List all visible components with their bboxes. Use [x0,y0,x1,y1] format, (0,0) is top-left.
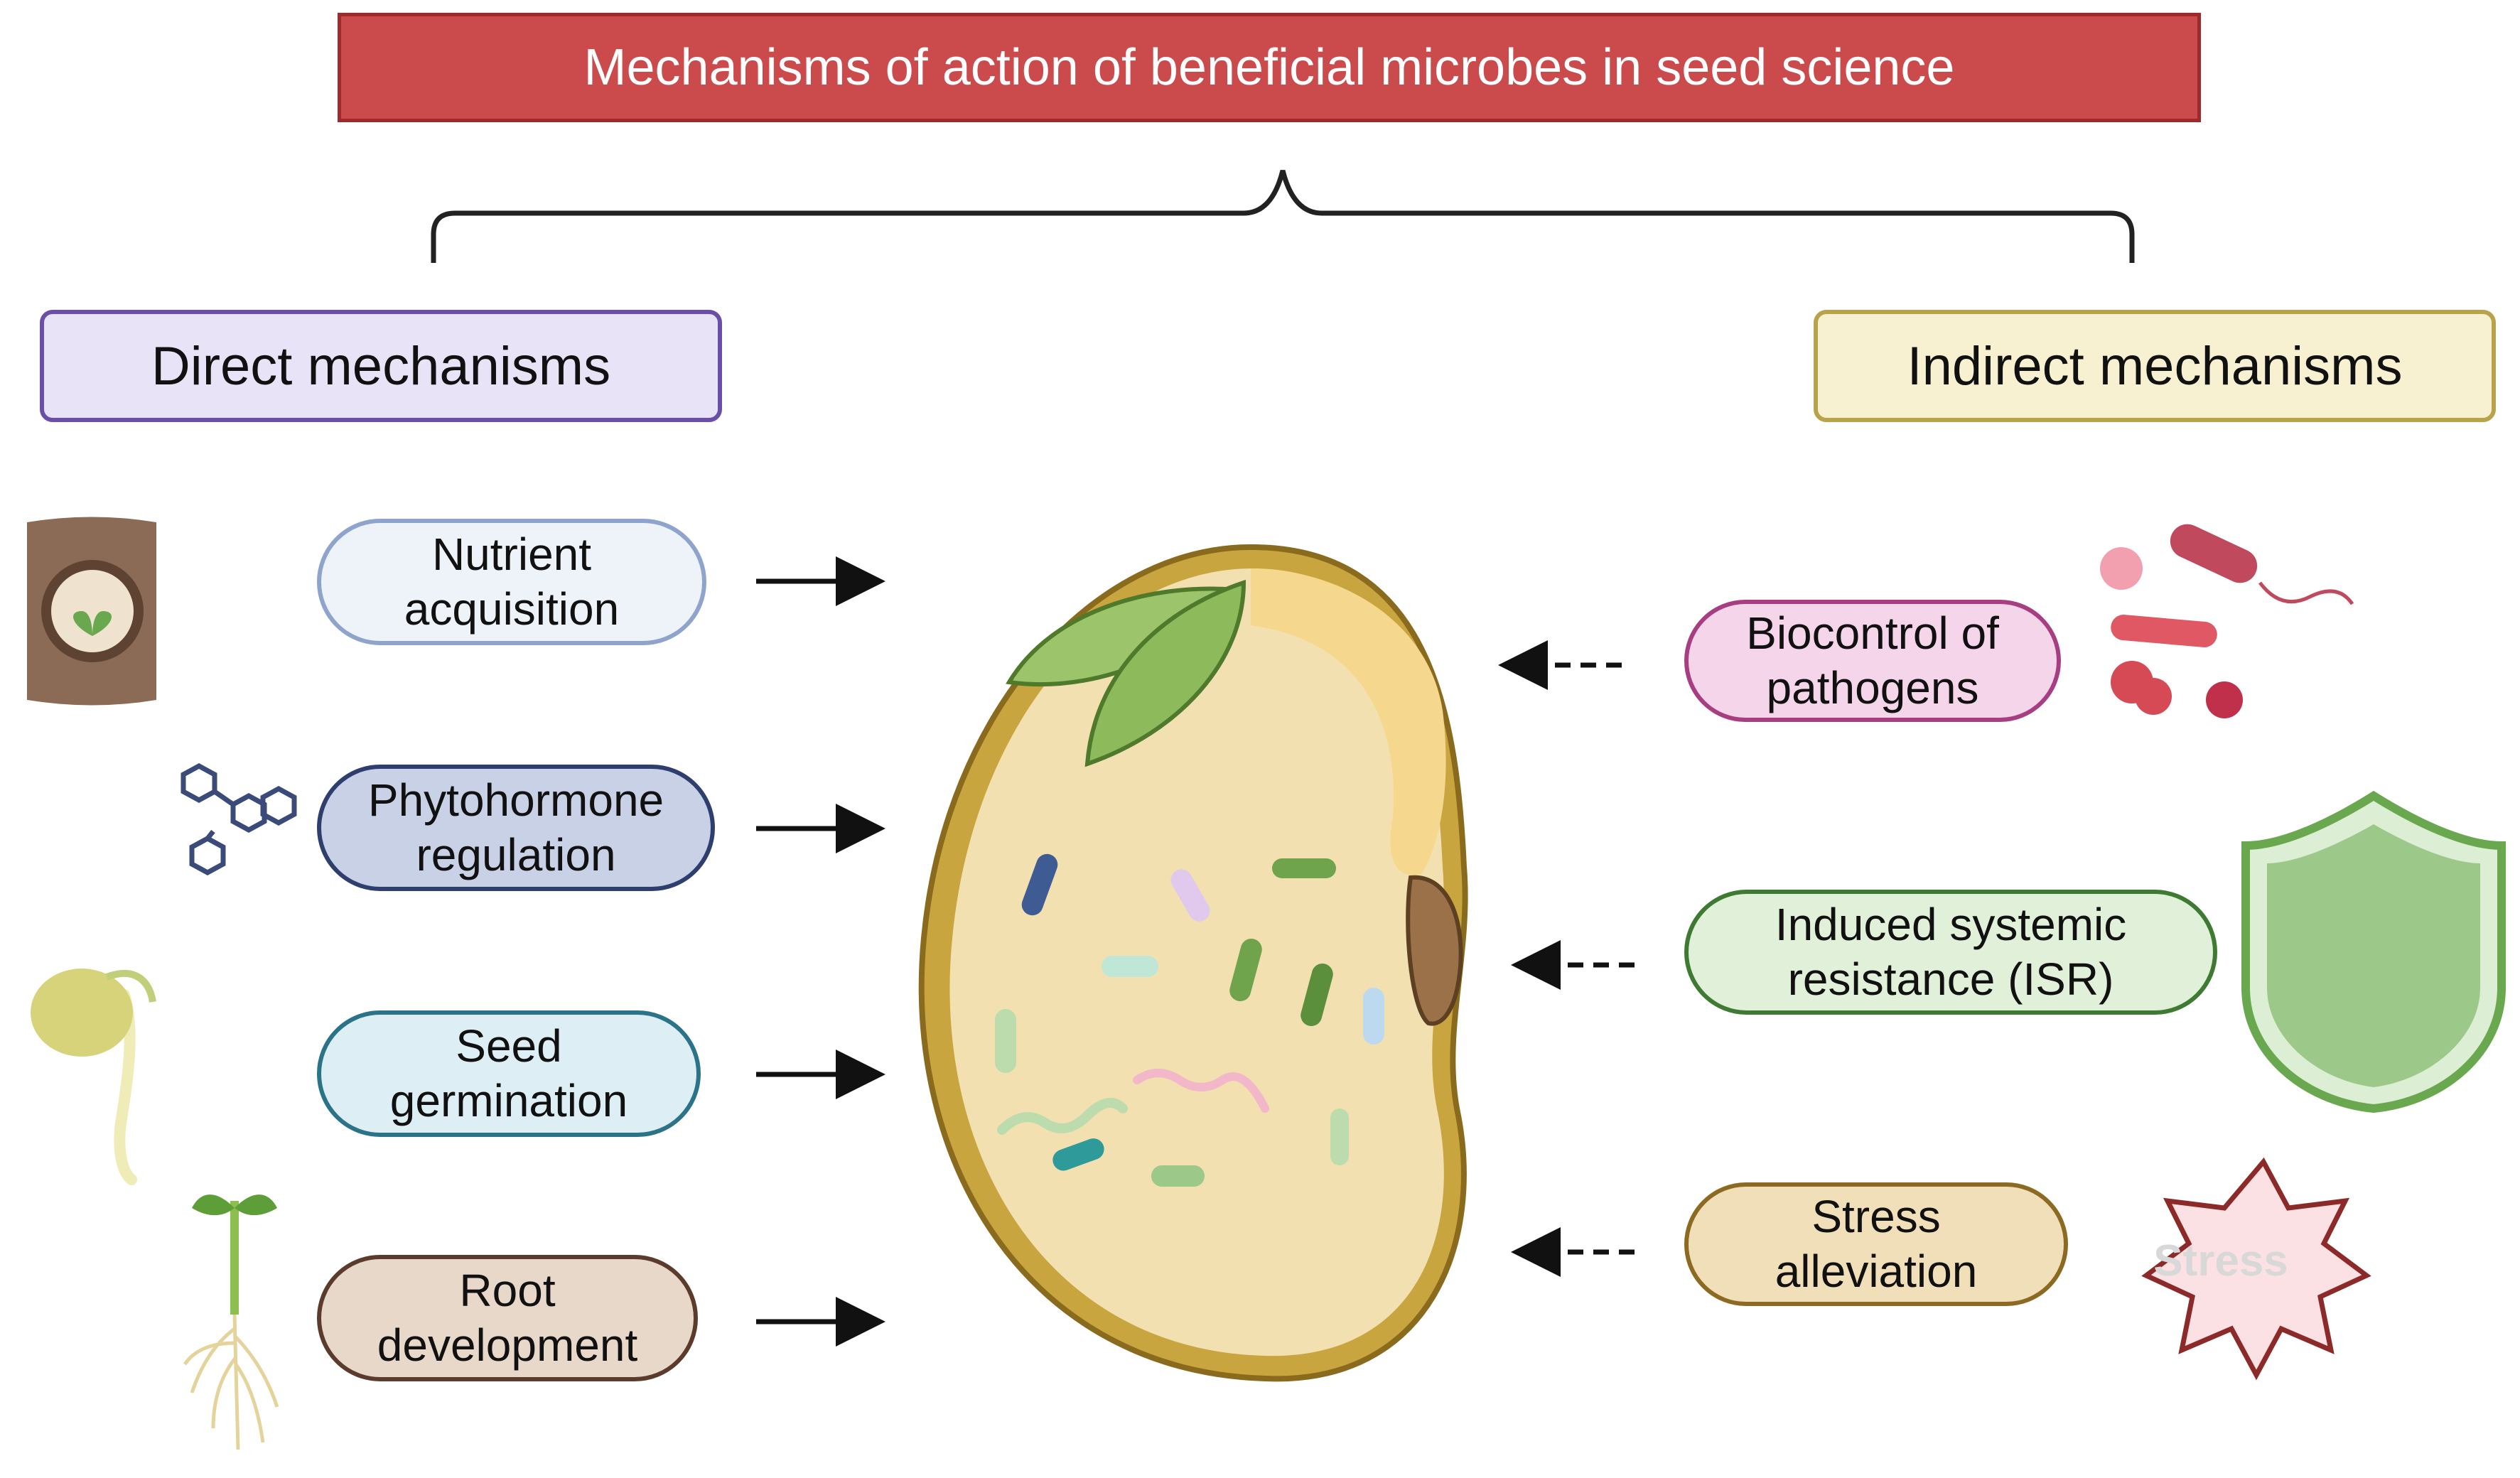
root-line2: development [377,1320,638,1371]
shield-icon [2241,790,2506,1113]
phyto-line1: Phytohormone [367,775,664,826]
seed-line2: germination [389,1075,628,1126]
nutrient-line2: acquisition [404,583,620,635]
root-line1: Root [459,1265,556,1317]
bio-line2: pathogens [1766,662,1979,713]
fertilizer-bag-icon [27,517,156,706]
pathogens-icon [2100,524,2354,718]
germinating-seed-icon [31,969,156,1185]
brace [431,170,2135,263]
seedling-roots-icon [183,1194,279,1450]
indirect-arrows [1498,640,1635,1277]
molecule-icon [181,763,297,875]
seed-line1: Seed [456,1020,562,1072]
nutrient-line1: Nutrient [431,529,592,581]
indirect-mechanisms-heading: Indirect mechanisms [1814,310,2496,422]
stress-line2: alleviation [1775,1246,1978,1297]
stress-burst-text: Stress [2153,1236,2288,1285]
seed-icon [918,544,1468,1382]
direct-arrows [756,556,885,1347]
phyto-line2: regulation [416,829,616,880]
stress-burst-icon: Stress [2141,1157,2371,1381]
diagram-title: Mechanisms of action of beneficial micro… [338,13,2201,122]
bio-line1: Biocontrol of [1746,608,1999,659]
direct-mechanisms-heading: Direct mechanisms [40,310,722,422]
isr-line2: resistance (ISR) [1787,954,2114,1005]
isr-line1: Induced systemic [1775,899,2127,951]
stress-line1: Stress [1811,1191,1941,1243]
